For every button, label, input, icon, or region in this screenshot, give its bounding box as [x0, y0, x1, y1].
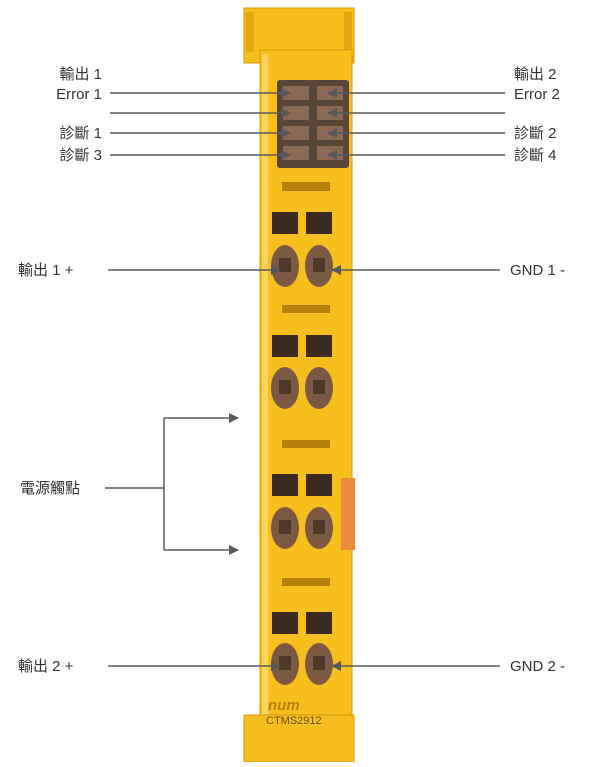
release-slot	[282, 182, 330, 191]
label-diagnostic-3: 診斷 3	[59, 147, 102, 164]
label-output-2-plus: 輸出 2 +	[18, 658, 74, 675]
release-slot	[282, 440, 330, 448]
label-power-contacts: 電源觸點	[20, 480, 80, 497]
label-error-1: Error 1	[56, 86, 102, 103]
release-slot	[282, 578, 330, 586]
label-error-2: Error 2	[514, 86, 560, 103]
label-diagnostic-2: 診斷 2	[514, 125, 557, 142]
brand-logo-text: num	[268, 697, 300, 714]
label-diagnostic-1: 診斷 1	[59, 125, 102, 142]
label-gnd-1-minus: GND 1 -	[510, 262, 565, 279]
power-contacts-bracket	[105, 418, 238, 550]
label-diagnostic-4: 診斷 4	[514, 147, 557, 164]
right-led-leaders	[328, 93, 505, 155]
label-output-1: 輸出 1	[59, 66, 102, 83]
model-label: CTMS2912	[266, 715, 322, 727]
label-gnd-2-minus: GND 2 -	[510, 658, 565, 675]
power-contact-tab	[341, 478, 355, 550]
label-output-2: 輸出 2	[514, 66, 557, 83]
label-output-1-plus: 輸出 1 +	[18, 262, 74, 279]
terminal-module: num CTMS2912	[244, 8, 355, 762]
release-slot	[282, 305, 330, 313]
